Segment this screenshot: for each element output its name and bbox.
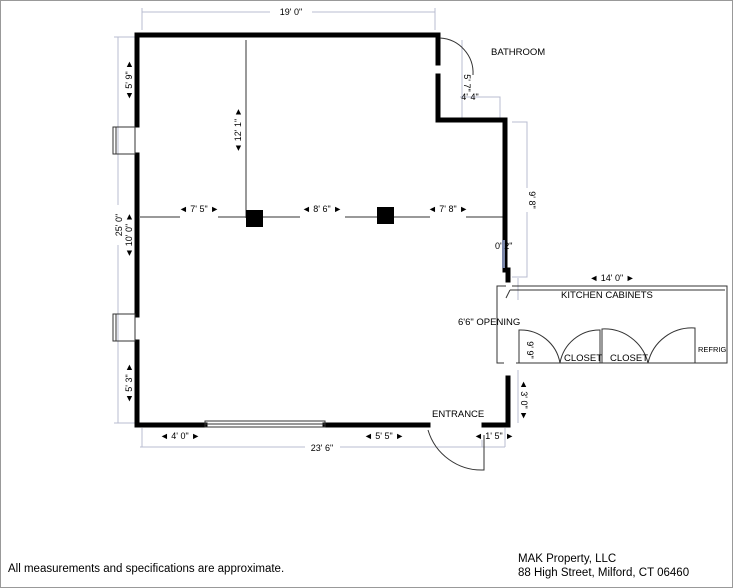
- dim-bottom-mid: ◄ 5' 5" ►: [364, 431, 404, 441]
- dim-left-bottom: ◄ 5' 3" ►: [124, 363, 134, 403]
- entrance-door[interactable]: [427, 429, 485, 471]
- kitchen: [496, 285, 728, 364]
- disclaimer: All measurements and specifications are …: [8, 563, 285, 575]
- dim-top-width: 19' 0": [280, 7, 302, 17]
- dim-kitchen-depth: 9' 9": [525, 341, 535, 358]
- bathroom-door[interactable]: [439, 37, 474, 76]
- room-label-opening: 6'6" OPENING: [458, 317, 520, 328]
- dim-entrance-side: ◄ 3' 0" ►: [519, 380, 529, 420]
- dim-bath-width: 4' 4": [461, 92, 478, 102]
- dim-span: ◄ 8' 6" ►: [302, 204, 342, 214]
- dim-bottom-total: 23' 6": [311, 443, 333, 453]
- room-label-refrig: REFRIG: [698, 345, 727, 354]
- room-label-closet: CLOSET: [610, 353, 648, 364]
- dim-bottom-right: ◄ 1' 5" ►: [474, 431, 514, 441]
- room-label-closet: CLOSET: [564, 353, 602, 364]
- dim-small-gap: 0' 2": [495, 241, 512, 251]
- dim-bath-vertical: 5' 7": [462, 74, 472, 91]
- dim-center-vertical: ◄ 12' 1" ►: [233, 107, 243, 152]
- dimension-lines: [114, 8, 528, 448]
- room-label-bathroom: BATHROOM: [491, 47, 545, 58]
- dim-left-mid: ◄ 10' 0" ►: [124, 212, 134, 257]
- dim-left-top: ◄ 5' 9" ►: [124, 60, 134, 100]
- dim-span: ◄ 7' 8" ►: [428, 204, 468, 214]
- dim-bottom-left: ◄ 4' 0" ►: [160, 431, 200, 441]
- dim-span: ◄ 7' 5" ►: [179, 204, 219, 214]
- dim-right-vertical: 9' 8": [527, 191, 537, 208]
- dim-kitchen-width: ◄ 14' 0" ►: [589, 273, 634, 283]
- room-label-kitchen-cabinets: KITCHEN CABINETS: [561, 290, 653, 301]
- column: [246, 210, 263, 227]
- company-address: 88 High Street, Milford, CT 06460: [518, 567, 690, 579]
- windows: [112, 126, 505, 428]
- walls: [134, 32, 511, 428]
- company-name: MAK Property, LLC: [518, 553, 617, 565]
- column: [377, 207, 394, 224]
- dim-left-total: 25' 0": [114, 214, 124, 236]
- room-label-entrance: ENTRANCE: [432, 409, 484, 420]
